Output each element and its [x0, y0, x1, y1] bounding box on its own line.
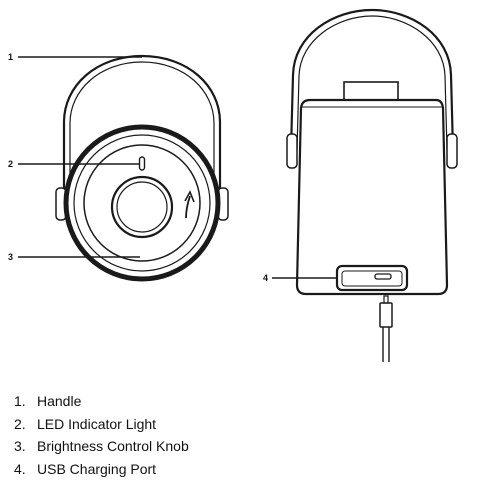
handle-pivot-left-side	[287, 134, 297, 168]
lantern-diagram: 1 2 3 4	[0, 0, 489, 380]
legend-item: 4.USB Charging Port	[14, 458, 189, 480]
callout-3-number: 3	[8, 252, 13, 262]
callout-4-number: 4	[263, 273, 268, 283]
legend-number: 3.	[14, 435, 37, 458]
legend-item: 2.LED Indicator Light	[14, 413, 189, 436]
lantern-side-view	[287, 10, 457, 362]
legend-label: LED Indicator Light	[37, 416, 156, 432]
callout-2-number: 2	[8, 159, 13, 169]
legend-label: Handle	[37, 393, 81, 409]
legend-label: Brightness Control Knob	[37, 438, 189, 454]
usb-plug	[380, 303, 392, 327]
callout-1-number: 1	[8, 52, 13, 62]
lantern-front-view	[56, 56, 228, 279]
legend-number: 4.	[14, 458, 37, 480]
handle-pivot-right-side	[447, 134, 457, 168]
parts-legend: 1.Handle 2.LED Indicator Light 3.Brightn…	[14, 390, 189, 480]
legend-number: 1.	[14, 390, 37, 413]
legend-number: 2.	[14, 413, 37, 436]
legend-item: 3.Brightness Control Knob	[14, 435, 189, 458]
legend-label: USB Charging Port	[37, 461, 156, 477]
legend-item: 1.Handle	[14, 390, 189, 413]
